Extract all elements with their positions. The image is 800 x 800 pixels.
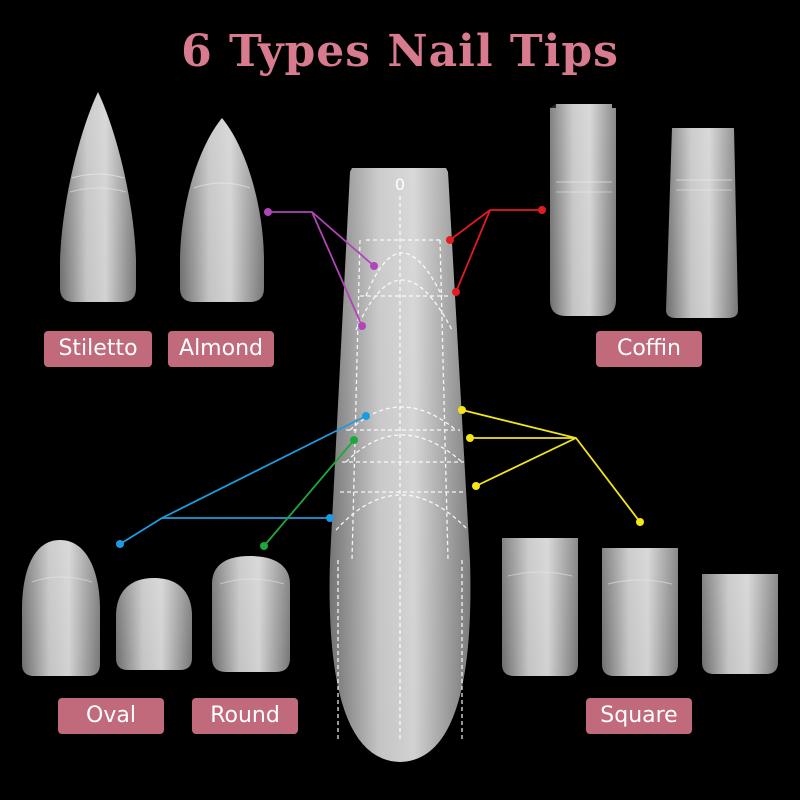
label-oval: Oval xyxy=(58,698,164,734)
label-almond: Almond xyxy=(168,331,274,367)
coffin-pointer xyxy=(446,206,546,296)
coffin-tip-small xyxy=(666,128,738,318)
label-coffin: Coffin xyxy=(596,331,702,367)
oval-tip-small xyxy=(116,578,192,670)
almond-stiletto-pointer xyxy=(264,208,378,330)
stiletto-tip xyxy=(60,92,136,302)
square-tip-small xyxy=(702,574,778,674)
oval-tip-large xyxy=(22,540,100,676)
square-tip-large xyxy=(502,538,578,676)
round-pointer xyxy=(260,436,358,550)
coffin-tip-large xyxy=(550,104,616,316)
center-reference-tip xyxy=(329,168,471,762)
label-stiletto: Stiletto xyxy=(44,331,152,367)
round-tip xyxy=(212,556,290,672)
label-round: Round xyxy=(192,698,298,734)
square-pointer xyxy=(458,406,644,526)
square-tip-medium xyxy=(602,548,678,676)
center-tip-marker: 0 xyxy=(395,175,405,194)
almond-tip xyxy=(180,118,264,302)
page-title: 6 Types Nail Tips xyxy=(181,26,619,77)
oval-pointer xyxy=(116,412,370,548)
label-square: Square xyxy=(586,698,692,734)
